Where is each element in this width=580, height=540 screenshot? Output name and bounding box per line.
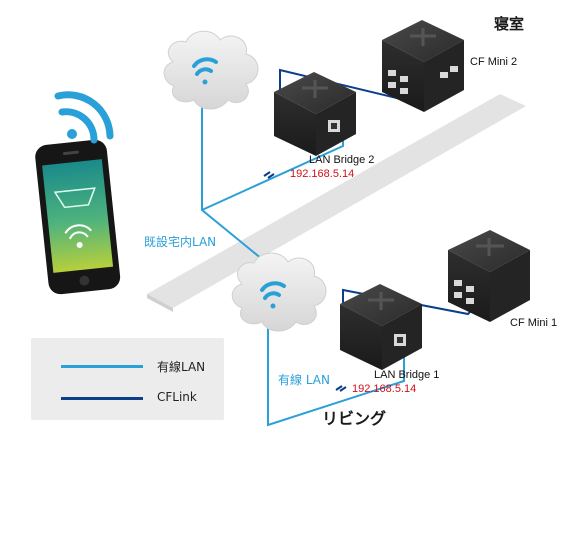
cable-connectors <box>263 171 347 392</box>
network-port-icon <box>394 334 406 346</box>
legend-item-wired-lan: 有線LAN <box>31 356 224 376</box>
device-label-lan-bridge-1: LAN Bridge 1 <box>374 369 440 381</box>
legend-label-cflink: CFLink <box>157 390 197 404</box>
room-label-living: リビング <box>322 409 387 428</box>
lan-bridge-1-device <box>340 284 422 370</box>
wifi-icon <box>192 57 218 85</box>
floor-divider <box>147 94 526 312</box>
legend: 有線LAN CFLink <box>31 338 224 420</box>
legend-label-wired-lan: 有線LAN <box>157 360 206 374</box>
device-label-cf-mini-2: CF Mini 2 <box>470 56 518 68</box>
legend-item-cflink: CFLink <box>31 388 224 408</box>
network-port-icon <box>328 120 340 132</box>
smartphone-icon <box>35 91 121 295</box>
lan-bridge-1-cable <box>267 318 405 427</box>
cloud-icon-bottom <box>231 252 327 332</box>
cf-mini-1-device <box>448 230 530 322</box>
network-label-existing-lan: 既設宅内LAN <box>144 235 217 249</box>
ip-label-lan-bridge-1: 192.168.5.14 <box>352 383 417 395</box>
legend-swatch-cflink <box>61 397 143 400</box>
cf-mini-2-device <box>382 20 464 112</box>
wifi-icon <box>260 281 286 309</box>
device-label-lan-bridge-2: LAN Bridge 2 <box>309 154 375 166</box>
screen-wifi-icon <box>53 187 96 248</box>
device-label-cf-mini-1: CF Mini 1 <box>510 317 558 329</box>
cloud-icon-top <box>163 30 259 110</box>
room-label-bedroom: 寝室 <box>494 15 525 33</box>
wifi-icon <box>54 91 114 144</box>
lan-bridge-2-device <box>274 72 356 156</box>
ip-label-lan-bridge-2: 192.168.5.14 <box>290 168 355 180</box>
network-label-wired-lan: 有線 LAN <box>278 373 330 387</box>
legend-swatch-wired-lan <box>61 365 143 368</box>
